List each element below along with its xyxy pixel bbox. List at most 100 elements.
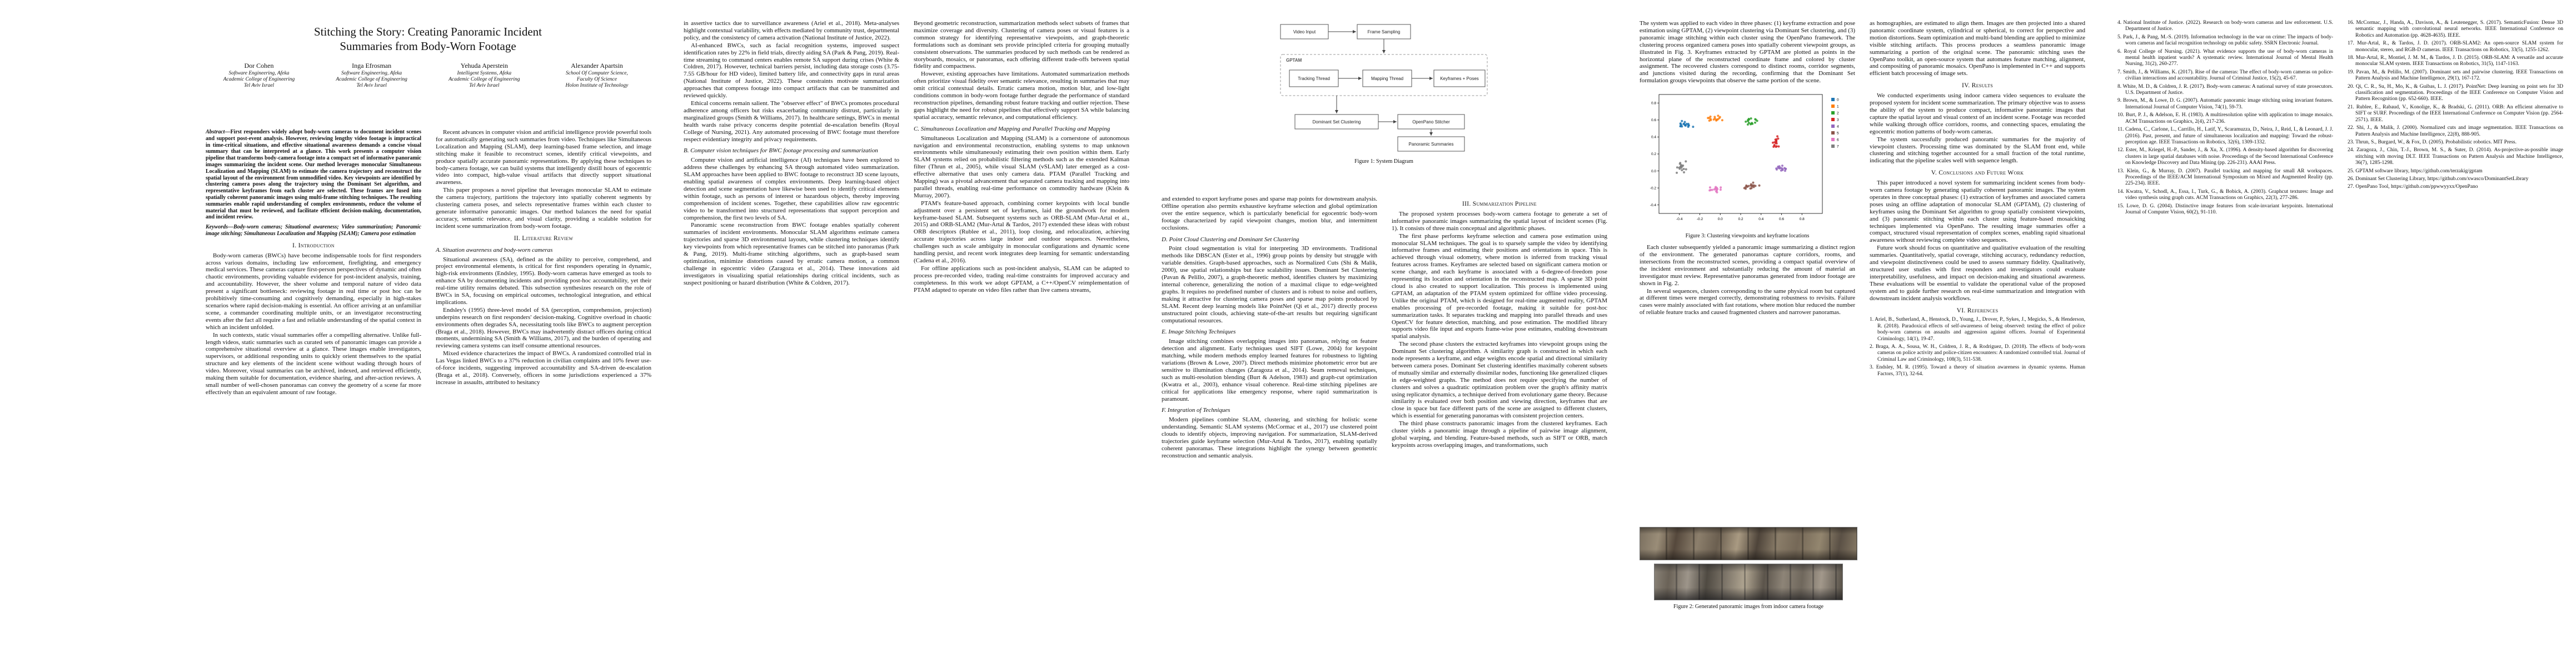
diagram-box-clustering (1294, 114, 1379, 130)
svg-text:0.0: 0.0 (1651, 170, 1656, 173)
page1-col-right: Recent advances in computer vision and a… (436, 129, 651, 648)
svg-text:5: 5 (1837, 132, 1839, 136)
author-name: Dor Cohen (244, 62, 274, 69)
author-location: Tel Aviv Israel (356, 82, 387, 88)
reference-item: 7. Smith, J., & Williams, K. (2017). Ris… (2117, 69, 2333, 82)
svg-text:-0.2: -0.2 (1650, 186, 1657, 190)
diagram-box-keyframes (1433, 69, 1486, 87)
heading-references: VI. References (1956, 307, 1999, 314)
pipeline-paragraph-4-continued: as homographies, are estimated to align … (1870, 20, 2085, 77)
svg-text:0.0: 0.0 (1718, 217, 1723, 221)
diagram-box-video-input (1280, 24, 1329, 39)
reference-item: 25. GPTAM software library, https://gith… (2348, 168, 2483, 174)
reference-item: 23. Thrun, S., Burgard, W., & Fox, D. (2… (2348, 139, 2517, 145)
author-name: Inga Efrosman (352, 62, 392, 69)
page3-col-left: and extended to export keyframe poses an… (1162, 196, 1377, 648)
author-block: Alexander Apartsin School Of Computer Sc… (544, 62, 650, 89)
heading-subsection-e: E. Image Stitching Techniques (1162, 328, 1236, 336)
intro-paragraph-3: Recent advances in computer vision and a… (436, 129, 651, 186)
author-location: Tel Aviv Israel (243, 82, 275, 88)
svg-text:0.2: 0.2 (1651, 152, 1656, 156)
reference-item: 15. Lowe, D. G. (2004). Distinctive imag… (2117, 203, 2333, 215)
figure-3-caption: Figure 3: Clustering viewpoints and keyf… (1685, 233, 1810, 240)
reference-item: 13. Klein, G., & Murray, D. (2007). Para… (2117, 168, 2333, 187)
results-paragraph-4: In several sequences, clusters correspon… (1640, 287, 1855, 316)
author-affiliation-line1: Intelligent Systems, Afeka (457, 70, 512, 76)
diagram-label-clustering: Dominant Set Clustering (1313, 120, 1361, 125)
diagram-label-keyframes: Keyframes + Poses (1440, 76, 1479, 81)
lit-c-paragraph-1: Simultaneous Localization and Mapping (S… (914, 135, 1129, 199)
svg-text:-0.4: -0.4 (1676, 217, 1683, 221)
results-paragraph-3: Each cluster subsequently yielded a pano… (1640, 244, 1855, 287)
diagram-label-frame-sampling: Frame Sampling (1368, 29, 1401, 34)
svg-text:3: 3 (1837, 118, 1839, 122)
heading-subsection-c: C. Simultaneous Localization and Mapping… (914, 125, 1110, 132)
diagram-label-gptam: GPTAM (1286, 58, 1302, 63)
panorama-image-2 (1654, 564, 1843, 600)
intro-paragraph-2: In such contexts, static visual summarie… (206, 331, 421, 396)
lit-b-paragraph-3: Beyond geometric reconstruction, summari… (914, 20, 1129, 70)
reference-item: 5. Park, J., & Pang, M.-S. (2019). Infor… (2117, 34, 2333, 47)
reference-item: 21. Rublee, E., Rabaud, V., Konolige, K.… (2348, 104, 2563, 123)
pipeline-paragraph-3: The second phase clusters the extracted … (1392, 341, 1607, 420)
lit-c-paragraph-3-continued: and extended to export keyframe poses an… (1162, 196, 1377, 231)
paper-title-line2: Summaries from Body-Worn Footage (340, 39, 516, 53)
reference-item: 17. Mur-Artal, R., & Tardos, J. D. (2017… (2348, 41, 2563, 53)
svg-text:0.4: 0.4 (1758, 217, 1763, 221)
reference-item: 1. Ariel, B., Sutherland, A., Henstock, … (1870, 317, 2085, 342)
author-name: Alexander Apartsin (571, 62, 623, 69)
reference-item: 4. National Institute of Justice. (2022)… (2117, 20, 2333, 32)
svg-text:4: 4 (1837, 125, 1839, 129)
svg-text:6: 6 (1837, 138, 1839, 142)
reference-item: 27. OpenPano Tool, https://github.com/pp… (2348, 184, 2478, 190)
page4-col-right: as homographies, are estimated to align … (1870, 20, 2085, 648)
page2-col-right: Beyond geometric reconstruction, summari… (914, 20, 1129, 648)
author-affiliation-line2: Academic College of Engineering (449, 76, 520, 82)
lit-d-paragraph-1: Point cloud segmentation is vital for in… (1162, 245, 1377, 324)
author-affiliation-line2: Faculty Of Science (576, 76, 617, 82)
reference-item: 8. White, M. D., & Coldren, J. R. (2017)… (2117, 83, 2333, 96)
page-5: 4. National Institute of Justice. (2022)… (2101, 0, 2576, 667)
reference-item: 12. Ester, M., Kriegel, H.-P., Sander, J… (2117, 147, 2333, 166)
page-1: Stitching the Story: Creating Panoramic … (189, 0, 667, 667)
heading-results: IV. Results (1962, 82, 1993, 89)
lit-f-paragraph-1: Modern pipelines combine SLAM, clusterin… (1162, 416, 1377, 459)
intro-paragraph-1: Body-worn cameras (BWCs) have become ind… (206, 252, 421, 331)
author-name: Yehuda Aperstein (460, 62, 508, 69)
author-affiliation-line2: Academic College of Engineering (336, 76, 407, 82)
diagram-label-video-input: Video Input (1293, 29, 1316, 34)
reference-list-part-3: 16. McCormac, J., Handa, A., Davison, A.… (2348, 20, 2563, 648)
lit-a-paragraph-4: AI-enhanced BWCs, such as facial recogni… (684, 42, 899, 99)
lit-a-paragraph-3-continued: in assertive tactics due to surveillance… (684, 20, 899, 41)
reference-item: 18. Mur-Artal, R., Montiel, J. M. M., & … (2348, 55, 2563, 67)
conclusions-paragraph-2: Future work should focus on quantitative… (1870, 245, 2085, 302)
lit-b-paragraph-4: However, existing approaches have limita… (914, 71, 1129, 121)
intro-paragraph-4: This paper proposes a novel pipeline tha… (436, 187, 651, 230)
lit-a-paragraph-1: Situational awareness (SA), defined as t… (436, 256, 651, 306)
paper-title-line1: Stitching the Story: Creating Panoramic … (313, 25, 542, 38)
reference-item: 9. Brown, M., & Lowe, D. G. (2007). Auto… (2117, 98, 2333, 110)
svg-text:0.4: 0.4 (1651, 136, 1656, 140)
reference-item: 16. McCormac, J., Handa, A., Davison, A.… (2348, 20, 2563, 38)
keywords-label: Keywords— (206, 224, 233, 231)
page2-col-left: in assertive tactics due to surveillance… (684, 20, 899, 648)
results-paragraph-2: The system was applied to each video in … (1640, 20, 1855, 84)
results-paragraph-5: The system successfully produced panoram… (1870, 136, 2085, 165)
lit-c-paragraph-2: PTAM's feature-based approach, combining… (914, 200, 1129, 264)
author-affiliation-line1: Software Engineering, Afeka (341, 70, 402, 76)
heading-pipeline: III. Summarization Pipeline (1462, 201, 1537, 207)
page1-col-left: Abstract—First responders widely adopt b… (206, 129, 421, 648)
svg-text:0.8: 0.8 (1651, 102, 1656, 106)
reference-item: 2. Braga, A. A., Sousa, W. H., Coldren, … (1870, 344, 2085, 362)
author-location: Tel Aviv Israel (469, 82, 500, 88)
page3-col-right: III. Summarization Pipeline The proposed… (1392, 196, 1607, 648)
diagram-label-stitcher: OpenPano Stitcher (1412, 120, 1450, 125)
diagram-label-output: Panoramic Summaries (1409, 142, 1454, 147)
diagram-box-tracking (1289, 69, 1339, 87)
svg-text:0.6: 0.6 (1779, 217, 1784, 221)
svg-text:0.8: 0.8 (1800, 217, 1805, 221)
svg-text:-0.2: -0.2 (1697, 217, 1703, 221)
svg-text:2: 2 (1837, 112, 1839, 116)
author-affiliation-line1: School Of Computer Science, (566, 70, 628, 76)
